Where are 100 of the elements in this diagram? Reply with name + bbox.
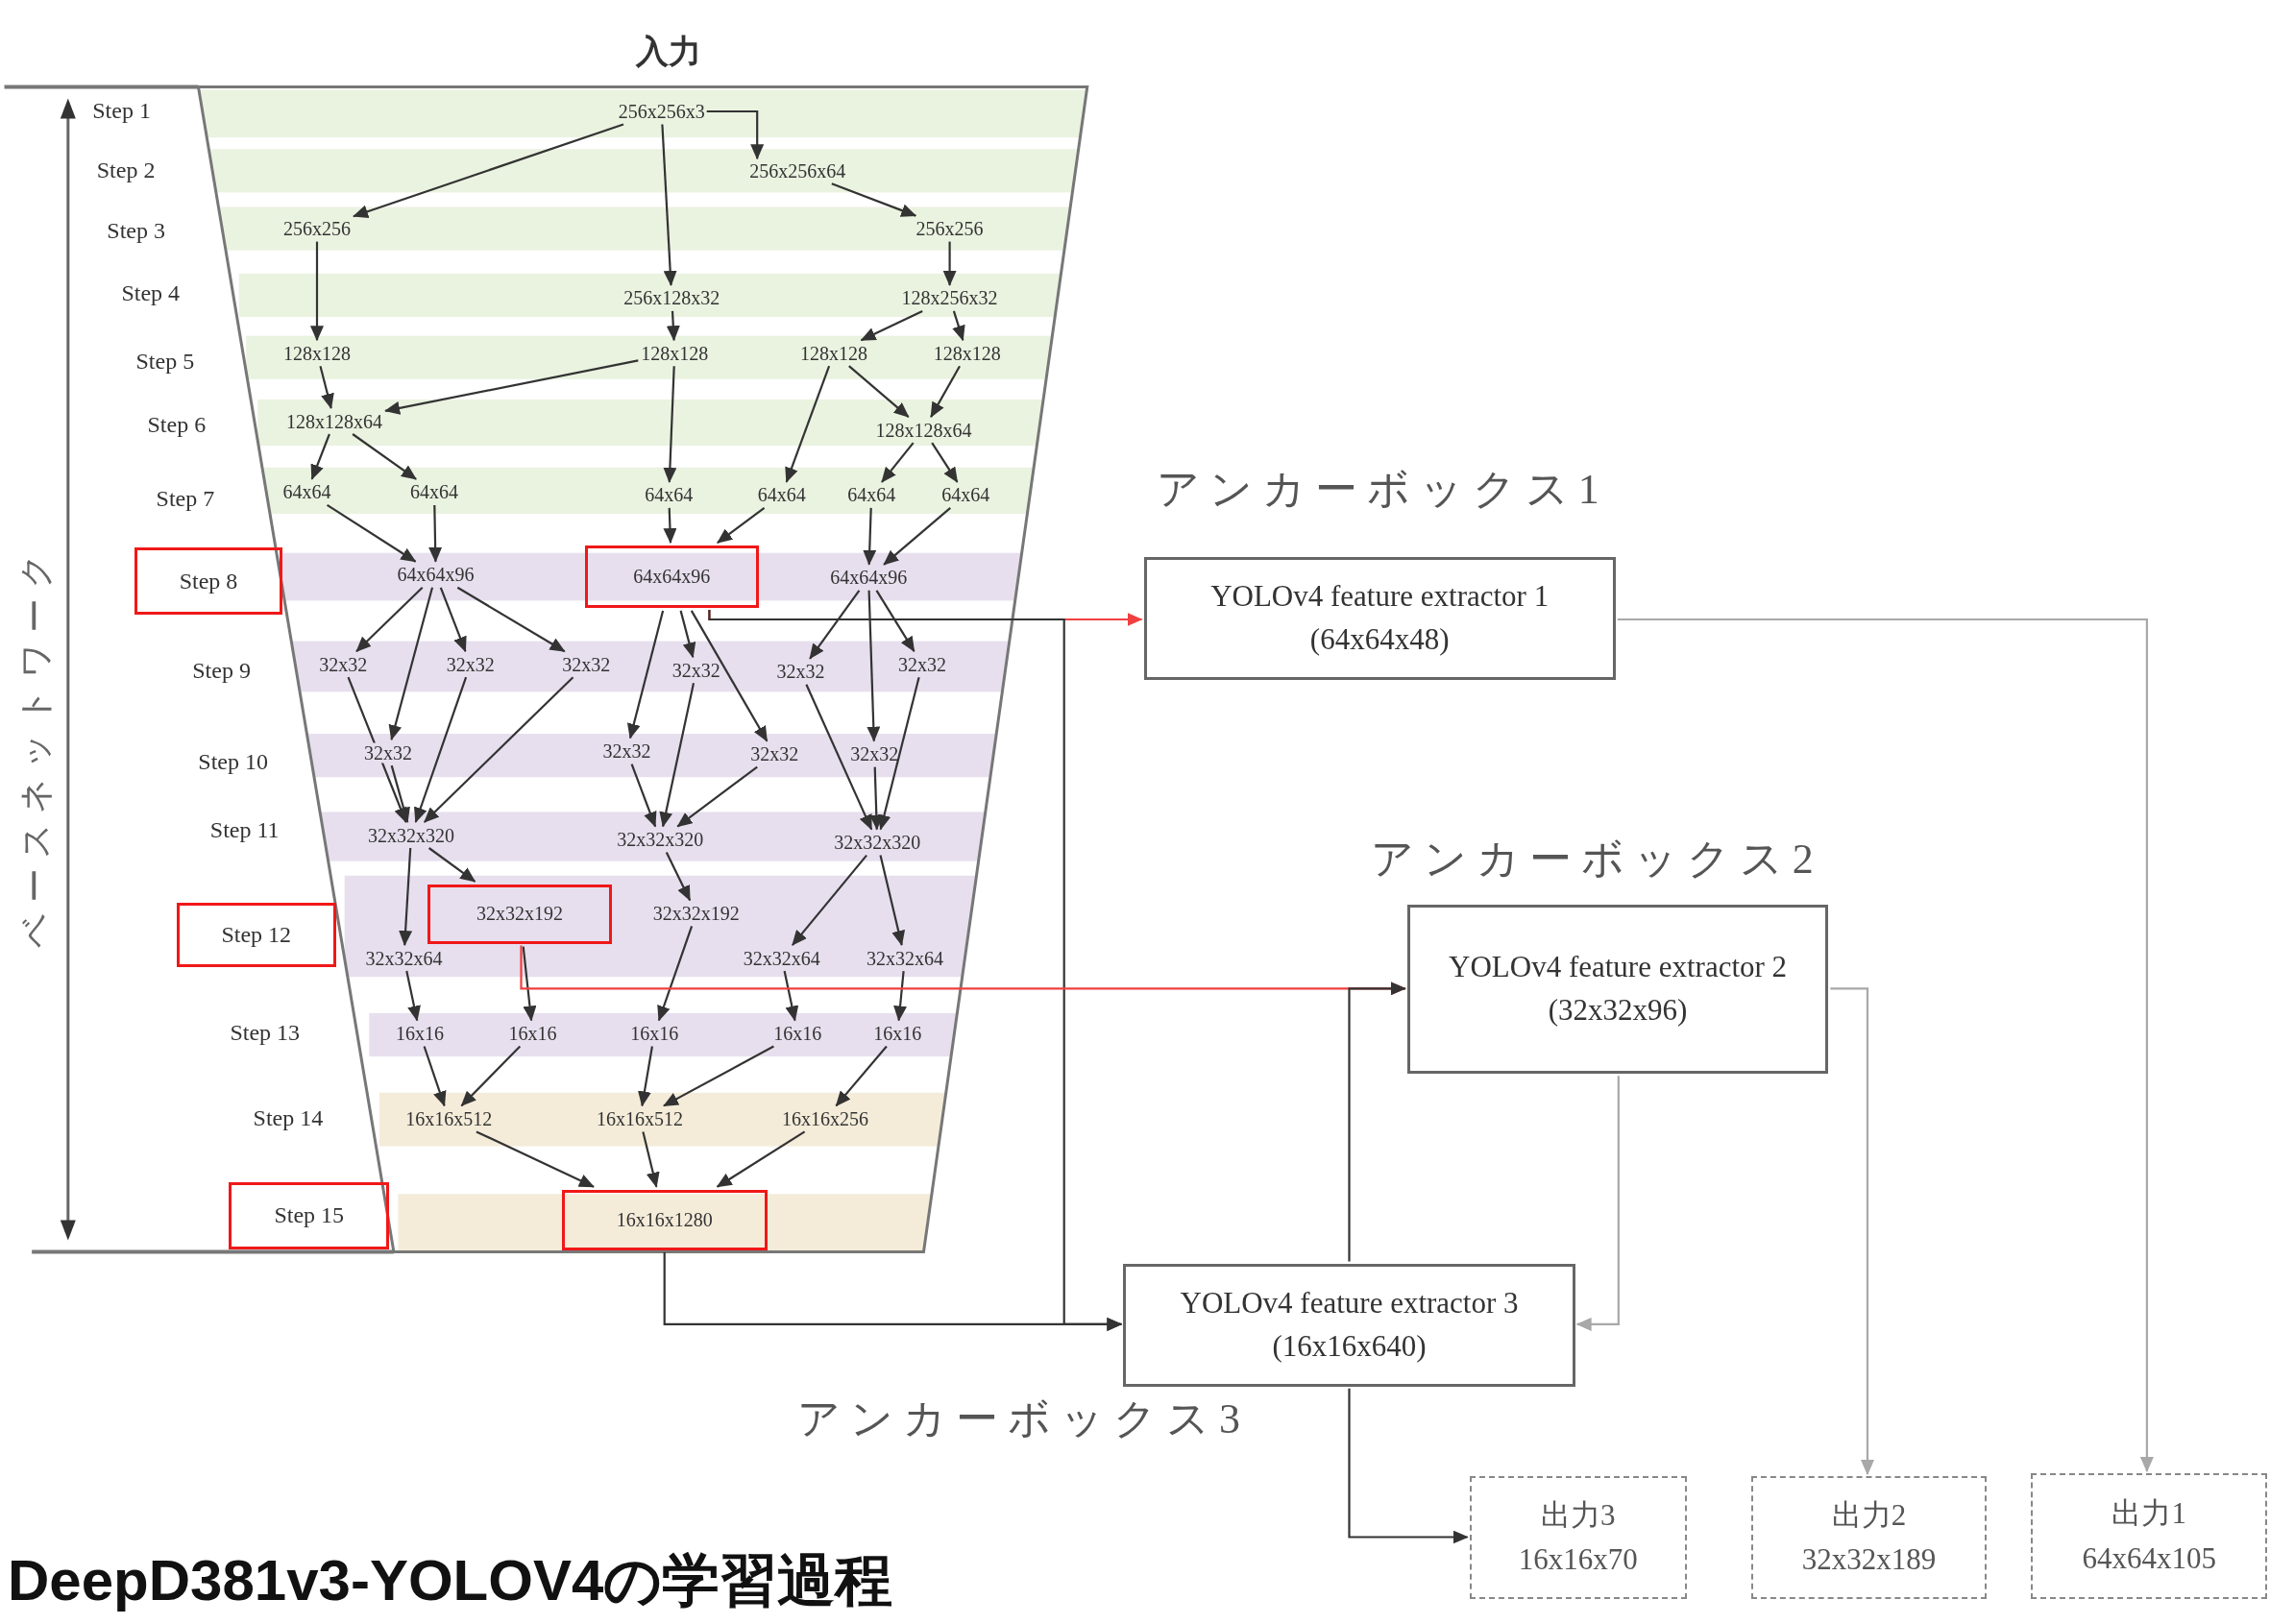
arrow xyxy=(384,359,639,415)
arrow xyxy=(785,365,831,483)
step-label: Step 4 xyxy=(121,281,181,306)
step-label: Step 5 xyxy=(135,350,195,375)
arrow xyxy=(867,590,881,742)
anchor-box-caption: アンカーボックス2 xyxy=(1370,834,1823,885)
tensor-label: 32x32x64 xyxy=(866,948,943,969)
arrow xyxy=(1575,1076,1620,1331)
arrow xyxy=(676,765,758,828)
tensor-label: 128x128x64 xyxy=(286,411,383,432)
arrow xyxy=(835,1045,888,1107)
tensor-label: 32x32 xyxy=(750,743,799,764)
highlighted-step-label: Step 8 xyxy=(134,546,282,616)
tensor-label: 128x256x32 xyxy=(901,287,998,308)
arrow xyxy=(666,310,680,342)
step-label: Step 2 xyxy=(96,158,156,183)
output-name: 出力3 xyxy=(1540,1496,1616,1534)
arrow xyxy=(456,586,566,653)
highlighted-label: 64x64x96 xyxy=(584,545,759,608)
arrow xyxy=(679,610,696,659)
tensor-label: 64x64 xyxy=(410,481,459,502)
arrow xyxy=(875,590,915,653)
arrow xyxy=(405,970,421,1022)
step-label: Step 11 xyxy=(209,818,280,843)
title: DeepD381v3-YOLOV4の学習過程 xyxy=(8,1547,893,1614)
arrow xyxy=(428,504,443,563)
tensor-label: 16x16x256 xyxy=(782,1108,868,1129)
arrow xyxy=(716,1130,806,1188)
arrow xyxy=(630,764,657,828)
arrow xyxy=(883,507,951,566)
tensor-label: 16x16 xyxy=(396,1023,445,1044)
step-label: Step 7 xyxy=(156,487,215,512)
highlighted-step-label: Step 12 xyxy=(176,903,336,967)
arrow xyxy=(388,587,434,741)
process-box: YOLOv4 feature extractor 1 (64x64x48) xyxy=(1143,557,1616,681)
arrow xyxy=(352,433,417,480)
tensor-label: 128x128 xyxy=(800,343,868,364)
tensor-label: 128x128 xyxy=(641,343,709,364)
step-label: Step 6 xyxy=(147,413,207,438)
tensor-label: 128x128x64 xyxy=(875,420,972,441)
arrow xyxy=(310,433,330,480)
arrow xyxy=(424,676,574,823)
tensor-label: 256x128x32 xyxy=(623,287,720,308)
tensor-label: 32x32x64 xyxy=(365,948,443,969)
tensor-label: 128x128 xyxy=(283,343,352,364)
tensor-label: 16x16 xyxy=(873,1023,922,1044)
tensor-label: 32x32 xyxy=(671,660,720,681)
tensor-label: 64x64 xyxy=(645,484,694,505)
arrow xyxy=(659,682,696,828)
tensor-label: 32x32x192 xyxy=(652,903,740,924)
output-box xyxy=(1751,1476,1987,1600)
tensor-label: 128x128 xyxy=(933,343,1001,364)
arrow xyxy=(638,1046,653,1107)
arrow xyxy=(893,971,907,1022)
arrow xyxy=(355,587,424,652)
arrow xyxy=(663,507,677,545)
tensor-label: 32x32x320 xyxy=(368,825,454,846)
arrow xyxy=(952,310,965,342)
tensor-label: 64x64 xyxy=(282,481,331,502)
input-label: 入力 xyxy=(636,35,702,70)
tensor-label: 32x32 xyxy=(850,743,899,764)
arrow xyxy=(626,610,665,739)
arrow xyxy=(522,946,537,1022)
output-size: 32x32x189 xyxy=(1801,1541,1937,1579)
step-label: Step 3 xyxy=(107,219,165,244)
output-name: 出力1 xyxy=(2111,1495,2186,1533)
arrow xyxy=(439,587,467,653)
step-label: Step 1 xyxy=(92,99,151,124)
arrow xyxy=(860,309,923,342)
arrow xyxy=(931,442,959,483)
tensor-label: 32x32 xyxy=(776,661,825,682)
arrow xyxy=(663,366,677,483)
arrow xyxy=(665,852,692,902)
tensor-label: 32x32 xyxy=(361,742,414,764)
arrow xyxy=(327,503,417,563)
arrow xyxy=(460,1045,522,1107)
tensor-label: 16x16 xyxy=(508,1023,557,1044)
tensor-label: 32x32x320 xyxy=(834,832,921,853)
highlighted-label: 32x32x192 xyxy=(427,884,613,944)
tensor-label: 32x32x320 xyxy=(617,829,704,850)
tensor-label: 32x32 xyxy=(897,654,946,675)
tensor-label: 16x16x512 xyxy=(597,1108,684,1129)
tensor-label: 256x256 xyxy=(283,218,352,239)
output-box xyxy=(1469,1476,1687,1600)
arrow xyxy=(657,926,694,1022)
arrow xyxy=(783,970,799,1022)
arrow xyxy=(1348,982,1406,1262)
arrow xyxy=(881,442,915,483)
arrow xyxy=(869,766,884,831)
arrow xyxy=(848,365,910,418)
arrow xyxy=(717,507,766,544)
tensor-label: 32x32 xyxy=(602,740,651,762)
tensor-label: 16x16x512 xyxy=(405,1108,493,1129)
tensor-label: 256x256x3 xyxy=(618,101,705,122)
tensor-label: 64x64 xyxy=(847,484,896,505)
output-name: 出力2 xyxy=(1831,1496,1907,1534)
tensor-label: 64x64 xyxy=(941,484,990,505)
tensor-label: 16x16 xyxy=(630,1023,679,1044)
tensor-label: 16x16 xyxy=(773,1023,822,1044)
tensor-label: 32x32 xyxy=(319,654,368,675)
